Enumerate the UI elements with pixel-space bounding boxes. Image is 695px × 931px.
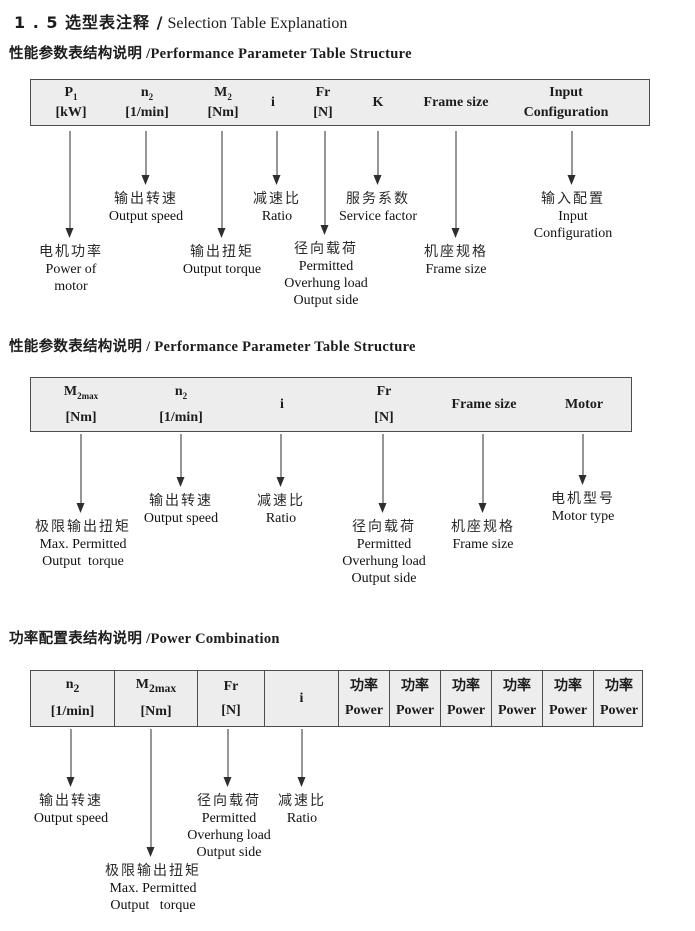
down-arrow-icon [272, 131, 282, 185]
cell-n2: n2 [1/min] [50, 676, 95, 720]
down-arrow-icon [451, 131, 461, 238]
down-arrow-icon [567, 131, 577, 185]
cell-frame-size: Frame size [423, 94, 489, 110]
performance-parameter-table-1: P1 [kW] n2 [1/min] M2 [Nm] i Fr [N] K Fr… [30, 79, 650, 126]
cell-p1: P1 [kW] [55, 84, 87, 120]
cell-power-4: 功率 Power [491, 671, 542, 726]
down-arrow-icon [146, 729, 156, 857]
down-arrow-icon [66, 729, 76, 787]
cell-fr: Fr [N] [313, 84, 333, 120]
power-combination-table: n2 [1/min] M2max [Nm] Fr [N] i 功率 Power … [30, 670, 643, 727]
cell-power-6: 功率 Power [593, 671, 644, 726]
down-arrow-icon [373, 131, 383, 185]
down-arrow-icon [176, 434, 186, 487]
cell-fr: Fr [N] [374, 383, 394, 425]
down-arrow-icon [141, 131, 151, 185]
section1-heading: 性能参数表结构说明 /Performance Parameter Table S… [9, 46, 412, 62]
cell-power-5: 功率 Power [542, 671, 593, 726]
section2-heading: 性能参数表结构说明 / Performance Parameter Table … [9, 339, 416, 355]
cell-i: i [280, 396, 284, 412]
cell-m2max: M2max [Nm] [63, 383, 99, 425]
cell-power-3: 功率 Power [440, 671, 491, 726]
cell-motor: Motor [564, 396, 604, 412]
page-title-zh: 1 . 5 选型表注释 / [14, 13, 164, 32]
cell-n2: n2 [1/min] [159, 383, 203, 425]
down-arrow-icon [276, 434, 286, 487]
down-arrow-icon [320, 131, 330, 235]
down-arrow-icon [65, 131, 75, 238]
cell-fr: Fr [N] [197, 671, 264, 726]
down-arrow-icon [217, 131, 227, 238]
cell-m2: M2 [Nm] [207, 84, 239, 120]
page-title-en: Selection Table Explanation [167, 15, 348, 32]
down-arrow-icon [378, 434, 388, 513]
cell-frame-size: Frame size [451, 396, 517, 412]
cell-i: i [271, 94, 275, 110]
down-arrow-icon [223, 729, 233, 787]
cell-input-configuration: Input Configuration [523, 84, 609, 120]
down-arrow-icon [578, 434, 588, 485]
section3-heading: 功率配置表结构说明 /Power Combination [9, 631, 280, 647]
cell-n2: n2 [1/min] [125, 84, 169, 120]
cell-power-2: 功率 Power [389, 671, 440, 726]
cell-m2max: M2max [Nm] [114, 671, 197, 726]
cell-k: K [372, 94, 384, 110]
down-arrow-icon [76, 434, 86, 513]
cell-i: i [264, 671, 338, 726]
page-title: 1 . 5 选型表注释 /Selection Table Explanation [14, 9, 347, 33]
down-arrow-icon [478, 434, 488, 513]
down-arrow-icon [297, 729, 307, 787]
performance-parameter-table-2: M2max [Nm] n2 [1/min] i Fr [N] Frame siz… [30, 377, 632, 432]
cell-power-1: 功率 Power [338, 671, 389, 726]
